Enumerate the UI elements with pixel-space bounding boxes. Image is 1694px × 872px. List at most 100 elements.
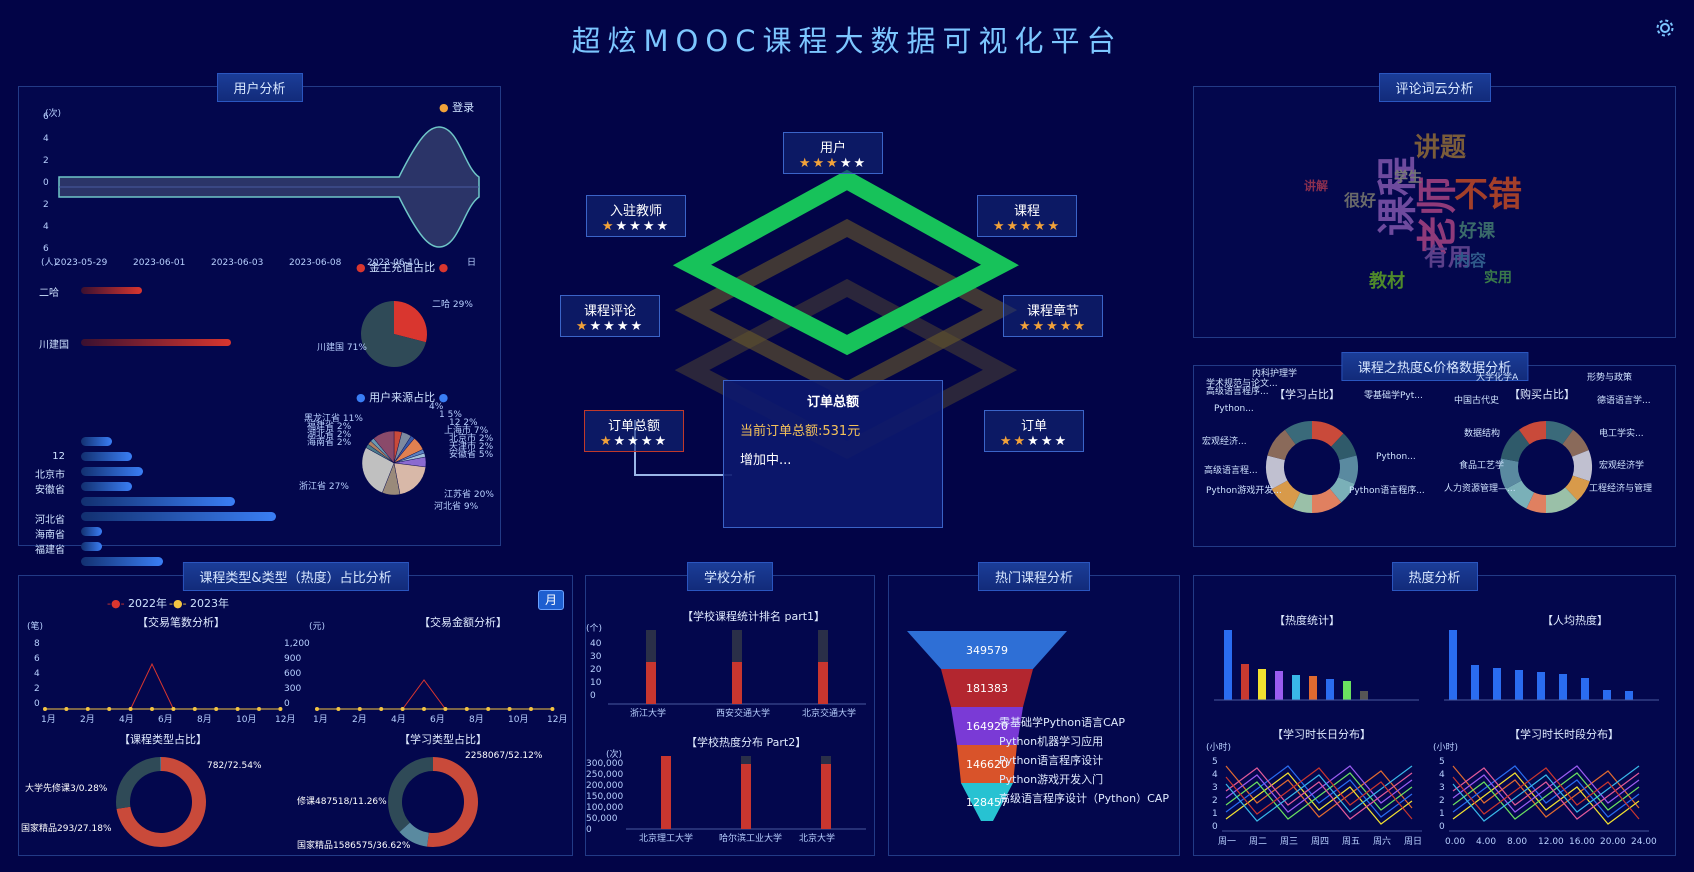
heat-bar[interactable] [1292, 675, 1300, 700]
heat-bar[interactable] [1258, 669, 1266, 700]
avg-heat-bar[interactable] [1515, 670, 1523, 700]
order-title: 订单总额 [806, 395, 859, 410]
funnel-segment[interactable] [951, 707, 1023, 745]
legend-login[interactable]: ● 登录 [439, 101, 475, 114]
heat-bar[interactable] [1275, 671, 1283, 700]
school-bar[interactable] [646, 662, 656, 704]
buy-donut-segment[interactable] [1562, 429, 1589, 458]
learn-donut-segment[interactable] [1284, 421, 1313, 445]
month-button[interactable]: 月 [538, 590, 564, 610]
avg-heat-bar[interactable] [1471, 665, 1479, 700]
source-bar[interactable] [81, 527, 102, 536]
school-bar[interactable] [661, 756, 671, 829]
y-tick: 0 [586, 825, 592, 835]
y-tick: 6 [34, 654, 40, 664]
y-tick: 200,000 [586, 781, 623, 791]
school-bar[interactable] [732, 662, 742, 704]
school-bar[interactable] [821, 764, 831, 829]
node-0[interactable]: 用户★★★★★ [783, 132, 883, 174]
node-1[interactable]: 入驻教师★★★★★ [586, 195, 686, 237]
recharge-bar[interactable] [81, 339, 231, 346]
learn-donut-segment[interactable] [1329, 476, 1355, 503]
buy-donut-segment[interactable] [1545, 421, 1574, 445]
funnel-segment[interactable] [957, 745, 1017, 783]
y-tick: 250,000 [586, 770, 623, 780]
heat-bar[interactable] [1224, 630, 1232, 700]
heat-bar[interactable] [1309, 676, 1317, 700]
node-4[interactable]: 课程章节★★★★★ [1003, 295, 1103, 337]
word-cloud-panel: 评论词云分析 讲题不错课程老师有用教材很好学生好课内容讲解实用 [1193, 73, 1676, 338]
buy-donut-segment[interactable] [1505, 480, 1535, 509]
source-bar[interactable] [81, 557, 164, 566]
ltype-donut-segment[interactable] [427, 757, 478, 847]
learn-donut-segment[interactable] [1266, 455, 1288, 490]
buy-donut-segment[interactable] [1526, 492, 1547, 513]
heat-bar[interactable] [1360, 691, 1368, 700]
pie-slice[interactable] [373, 430, 395, 464]
buy-donut-segment[interactable] [1564, 475, 1590, 501]
source-bar[interactable] [81, 497, 235, 506]
node-5[interactable]: 订单总额★★★★★ [584, 410, 684, 452]
school-bar[interactable] [818, 662, 828, 704]
funnel-segment[interactable] [961, 783, 1013, 821]
node-6[interactable]: 订单★★★★★ [984, 410, 1084, 452]
avg-heat-bar[interactable] [1581, 678, 1589, 700]
avg-heat-bar[interactable] [1559, 674, 1567, 700]
source-bar[interactable] [81, 512, 276, 521]
funnel-segment[interactable] [907, 631, 1067, 669]
ltype-donut-segment[interactable] [388, 757, 434, 833]
buy-donut-segment[interactable] [1518, 421, 1547, 445]
heat-bar[interactable] [1241, 664, 1249, 700]
heat-bar[interactable] [1326, 679, 1334, 700]
heat-bar[interactable] [1343, 681, 1351, 700]
ctype-donut-segment[interactable] [116, 757, 161, 809]
school-bar[interactable] [741, 764, 751, 829]
source-bar-label: 北京市 [35, 470, 65, 481]
source-bar[interactable] [81, 467, 143, 476]
y-unit: (小时) [1433, 741, 1458, 753]
learn-donut-segment[interactable] [1267, 429, 1296, 461]
source-bar[interactable] [81, 437, 112, 446]
learn-label: 内科护理学 [1252, 369, 1298, 379]
buy-donut-segment[interactable] [1500, 458, 1522, 490]
source-bar[interactable] [81, 452, 133, 461]
buy-donut-segment[interactable] [1545, 487, 1578, 513]
avg-heat-bar[interactable] [1449, 630, 1457, 700]
ctype-donut-segment[interactable] [116, 757, 206, 847]
source-bar[interactable] [81, 482, 133, 491]
avg-heat-bar[interactable] [1603, 690, 1611, 700]
node-3[interactable]: 课程评论★★★★★ [560, 295, 660, 337]
y-tick: 4 [34, 669, 40, 679]
buy-label: 形势与政策 [1587, 373, 1633, 383]
x-tick: 周日 [1404, 836, 1422, 847]
learn-donut-segment[interactable] [1271, 480, 1301, 509]
buy-donut-segment[interactable] [1571, 450, 1592, 482]
x-tick: 2月 [352, 714, 367, 725]
pie-slice[interactable] [394, 301, 427, 343]
ltype-donut-segment[interactable] [399, 822, 430, 847]
pie-slice[interactable] [393, 462, 426, 495]
avg-heat-bar[interactable] [1537, 672, 1545, 700]
learn-donut-segment[interactable] [1311, 421, 1344, 447]
funnel-segment[interactable] [941, 669, 1033, 707]
buy-donut-segment[interactable] [1500, 429, 1530, 463]
pie-slice[interactable] [361, 447, 395, 494]
learn-donut-segment[interactable] [1292, 492, 1313, 513]
order-card: 订单总额 当前订单总额:531元 增加中... [723, 380, 943, 528]
recharge-bar[interactable] [81, 287, 143, 294]
avg-heat-bar[interactable] [1493, 668, 1501, 700]
legend-2022[interactable]: -●- 2022年 [107, 597, 168, 610]
legend-2023[interactable]: -●- 2023年 [169, 597, 230, 610]
node-2[interactable]: 课程★★★★★ [977, 195, 1077, 237]
pie-slice[interactable] [361, 301, 426, 367]
gear-icon[interactable] [1655, 18, 1675, 38]
avg-heat-bar[interactable] [1625, 691, 1633, 700]
duration-line [1225, 767, 1413, 820]
ltype-label: 修课487518/11.26% [297, 797, 387, 807]
learn-donut-segment[interactable] [1330, 433, 1357, 461]
y-tick: 0 [284, 699, 290, 709]
learn-donut-segment[interactable] [1311, 488, 1342, 513]
duration-line [1452, 765, 1640, 813]
source-bar[interactable] [81, 542, 102, 551]
learn-donut-segment[interactable] [1337, 455, 1358, 484]
